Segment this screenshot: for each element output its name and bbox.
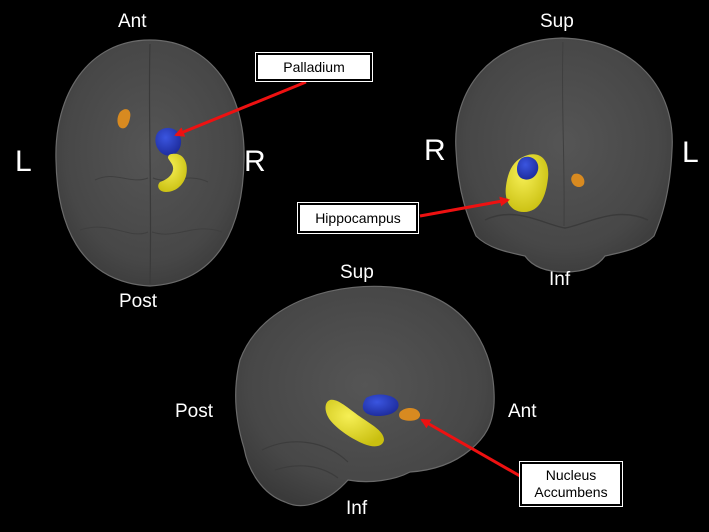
- sagittal-label-anterior: Ant: [508, 401, 537, 422]
- axial-hippocampus: [158, 153, 187, 192]
- palladium-arrow: [174, 80, 307, 137]
- coronal-cerebellum: [484, 213, 649, 229]
- accumbens-callout: Nucleus Accumbens: [519, 461, 623, 507]
- hippocampus-callout: Hippocampus: [297, 202, 419, 234]
- axial-label-posterior: Post: [119, 291, 158, 312]
- coronal-label-left: L: [682, 136, 699, 169]
- sagittal-label-superior: Sup: [340, 262, 374, 283]
- palladium-callout: Palladium: [255, 52, 373, 82]
- coronal-label-superior: Sup: [540, 11, 574, 32]
- sagittal-accumbens: [399, 408, 421, 421]
- axial-label-right: R: [244, 145, 266, 178]
- axial-label-left: L: [15, 145, 32, 178]
- coronal-label-inferior: Inf: [549, 269, 571, 290]
- axial-midline: [148, 43, 152, 285]
- sagittal-cerebellum: [261, 441, 349, 479]
- hippocampus-arrow: [419, 196, 510, 218]
- palladium-callout-text: Palladium: [283, 58, 345, 75]
- axial-accumbens: [117, 109, 131, 129]
- coronal-palladium: [516, 156, 539, 180]
- accumbens-callout-line1: Nucleus: [545, 467, 597, 483]
- hippocampus-callout-text: Hippocampus: [315, 209, 401, 226]
- coronal-view: [455, 37, 673, 273]
- sagittal-brain-surface: [235, 285, 495, 507]
- sagittal-view: [235, 285, 495, 507]
- coronal-accumbens: [571, 173, 585, 187]
- axial-label-anterior: Ant: [118, 11, 147, 32]
- sagittal-label-inferior: Inf: [346, 498, 368, 519]
- accumbens-callout-line2: Accumbens: [534, 484, 608, 500]
- sagittal-palladium: [362, 394, 399, 416]
- coronal-label-right: R: [424, 134, 446, 167]
- sagittal-hippocampus: [325, 399, 384, 447]
- sagittal-label-posterior: Post: [175, 401, 214, 422]
- axial-view: [55, 39, 245, 287]
- coronal-midline: [561, 41, 565, 227]
- accumbens-arrow: [420, 418, 521, 478]
